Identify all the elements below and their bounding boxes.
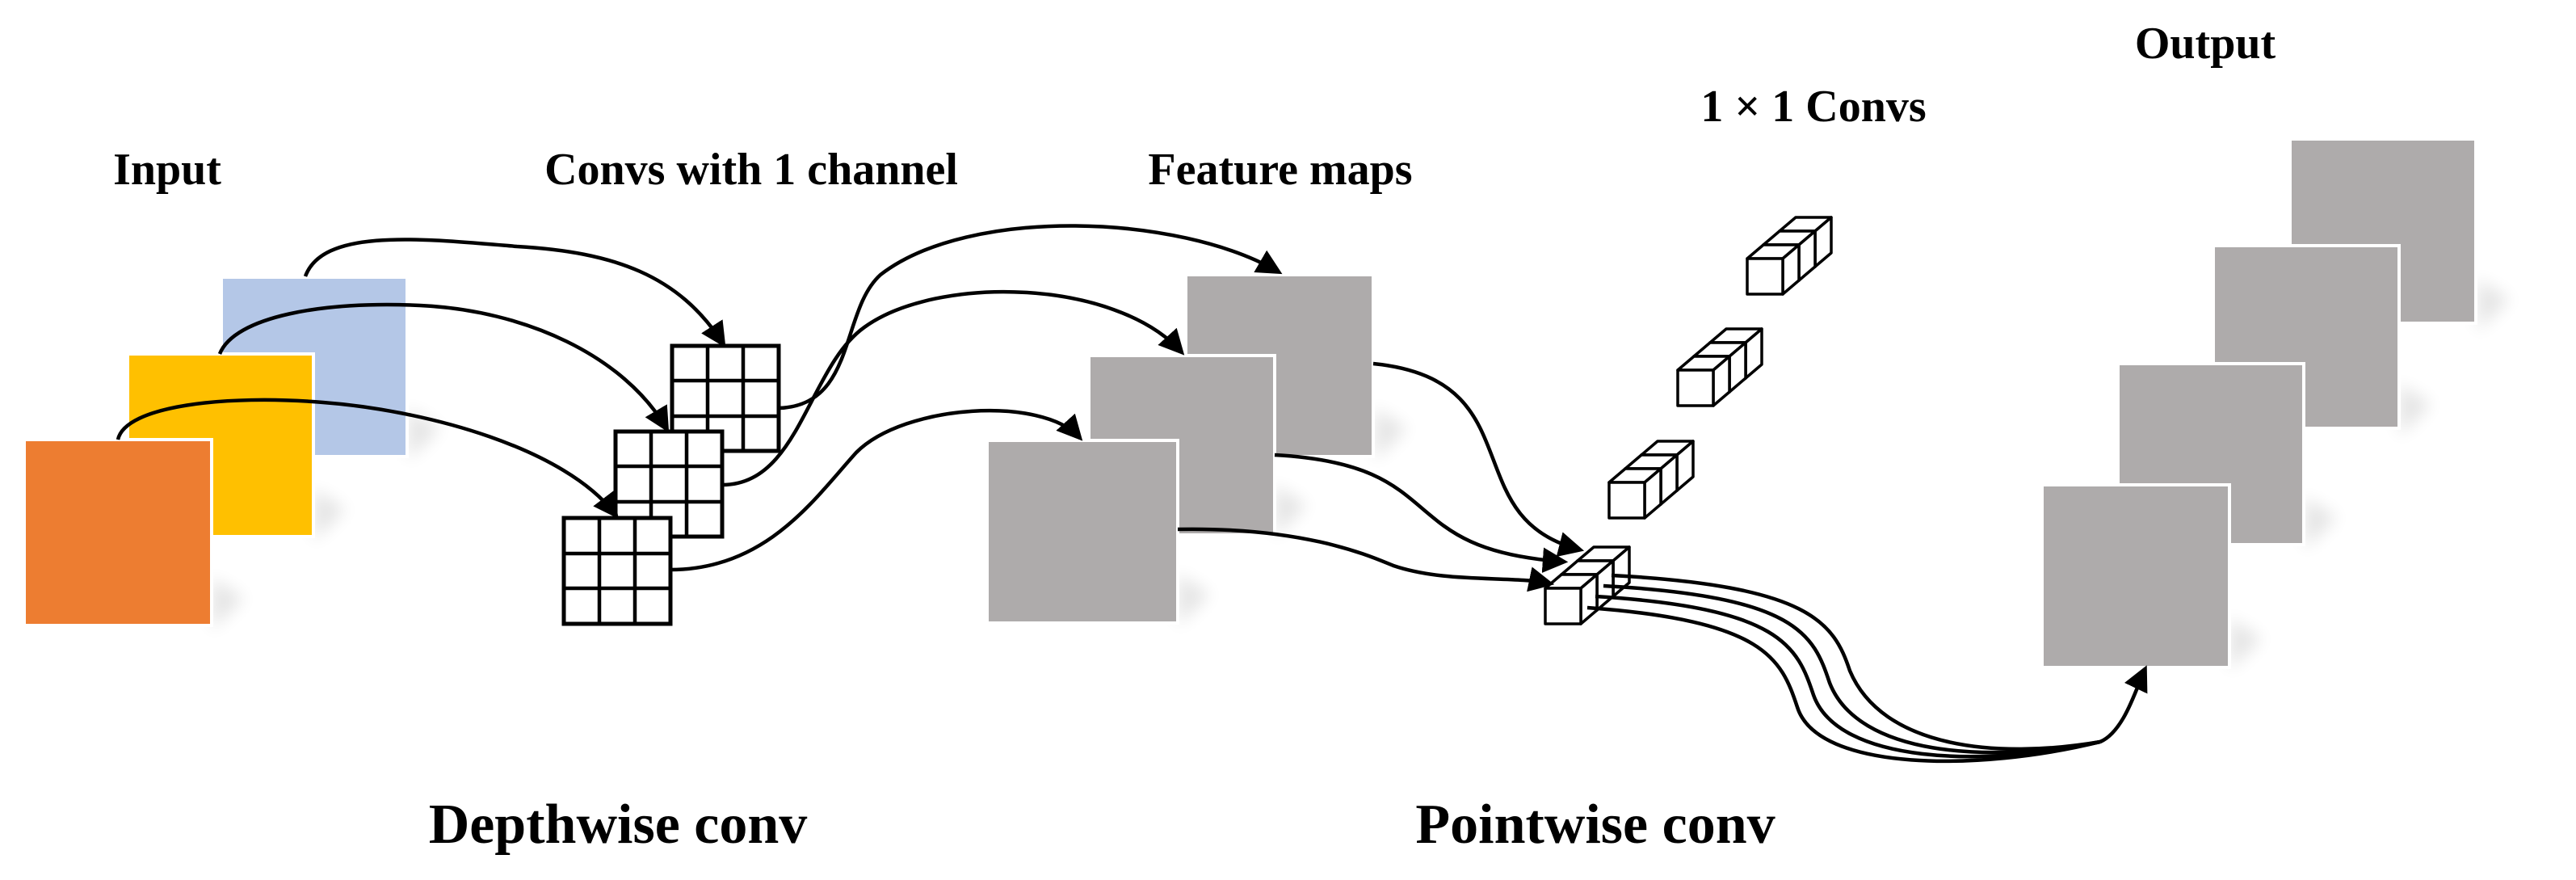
input-channel-1 [23, 438, 213, 627]
connections [116, 224, 2148, 764]
pointwise-to-output-line-2 [1603, 583, 2101, 755]
feature-map-stack [985, 273, 1407, 626]
arrow-input-1-to-kernel-1 [116, 398, 619, 520]
pointwise-kernel-2 [1607, 440, 1695, 520]
output-map-1 [2040, 483, 2231, 669]
output-map-1-shadow [2229, 618, 2262, 671]
arrow-kernel-2-to-feature-map-2 [721, 289, 1185, 487]
pointwise-to-output-line-1 [1611, 573, 2101, 752]
feature-map-1 [985, 439, 1179, 625]
feature-maps-label: Feature maps [1148, 145, 1412, 195]
pointwise-kernels [1544, 216, 1833, 625]
input-channel-1-shadow [212, 578, 244, 630]
arrow-pointwise-to-output [2099, 665, 2148, 744]
feature-map-2-shadow [1275, 485, 1307, 537]
depthwise-kernel-1 [561, 516, 673, 626]
pointwise-kernel-3 [1676, 327, 1763, 407]
pointwise-to-output-line-4 [1586, 605, 2101, 764]
arrow-feature-map-2-to-pointwise [1274, 453, 1569, 573]
output-stack [2040, 137, 2510, 671]
pointwise-conv-label: Pointwise conv [1415, 794, 1775, 856]
arrow-kernel-3-to-feature-map-3 [778, 224, 1283, 411]
input-channel-3-shadow [408, 408, 440, 461]
cube-face [1544, 587, 1582, 625]
arrow-feature-map-3-to-pointwise [1372, 361, 1585, 557]
depthwise-conv-label: Depthwise conv [429, 794, 808, 856]
convs-one-channel-label: Convs with 1 channel [544, 145, 958, 195]
pointwise-kernel-1 [1544, 545, 1631, 625]
output-label: Output [2135, 19, 2276, 69]
arrow-kernel-1-to-feature-map-1 [670, 408, 1083, 572]
cube-face [1746, 257, 1784, 296]
input-stack [23, 276, 440, 630]
feature-map-1-shadow [1178, 574, 1210, 626]
pointwise-to-output-line-3 [1595, 594, 2101, 759]
input-channel-2-shadow [313, 489, 346, 541]
output-map-4-shadow [2477, 279, 2510, 331]
feature-map-3-shadow [1375, 408, 1407, 461]
output-map-3-shadow [2399, 384, 2431, 436]
arrow-input-2-to-kernel-2 [217, 302, 670, 433]
one-by-one-convs-label: 1 × 1 Convs [1700, 82, 1926, 132]
pointwise-kernel-4 [1746, 216, 1833, 296]
arrow-feature-map-1-to-pointwise [1177, 527, 1555, 592]
arrow-input-3-to-kernel-3 [303, 238, 726, 348]
input-label: Input [113, 145, 221, 195]
output-map-2-shadow [2305, 497, 2337, 549]
cube-face [1607, 481, 1646, 520]
cube-face [1676, 368, 1715, 407]
